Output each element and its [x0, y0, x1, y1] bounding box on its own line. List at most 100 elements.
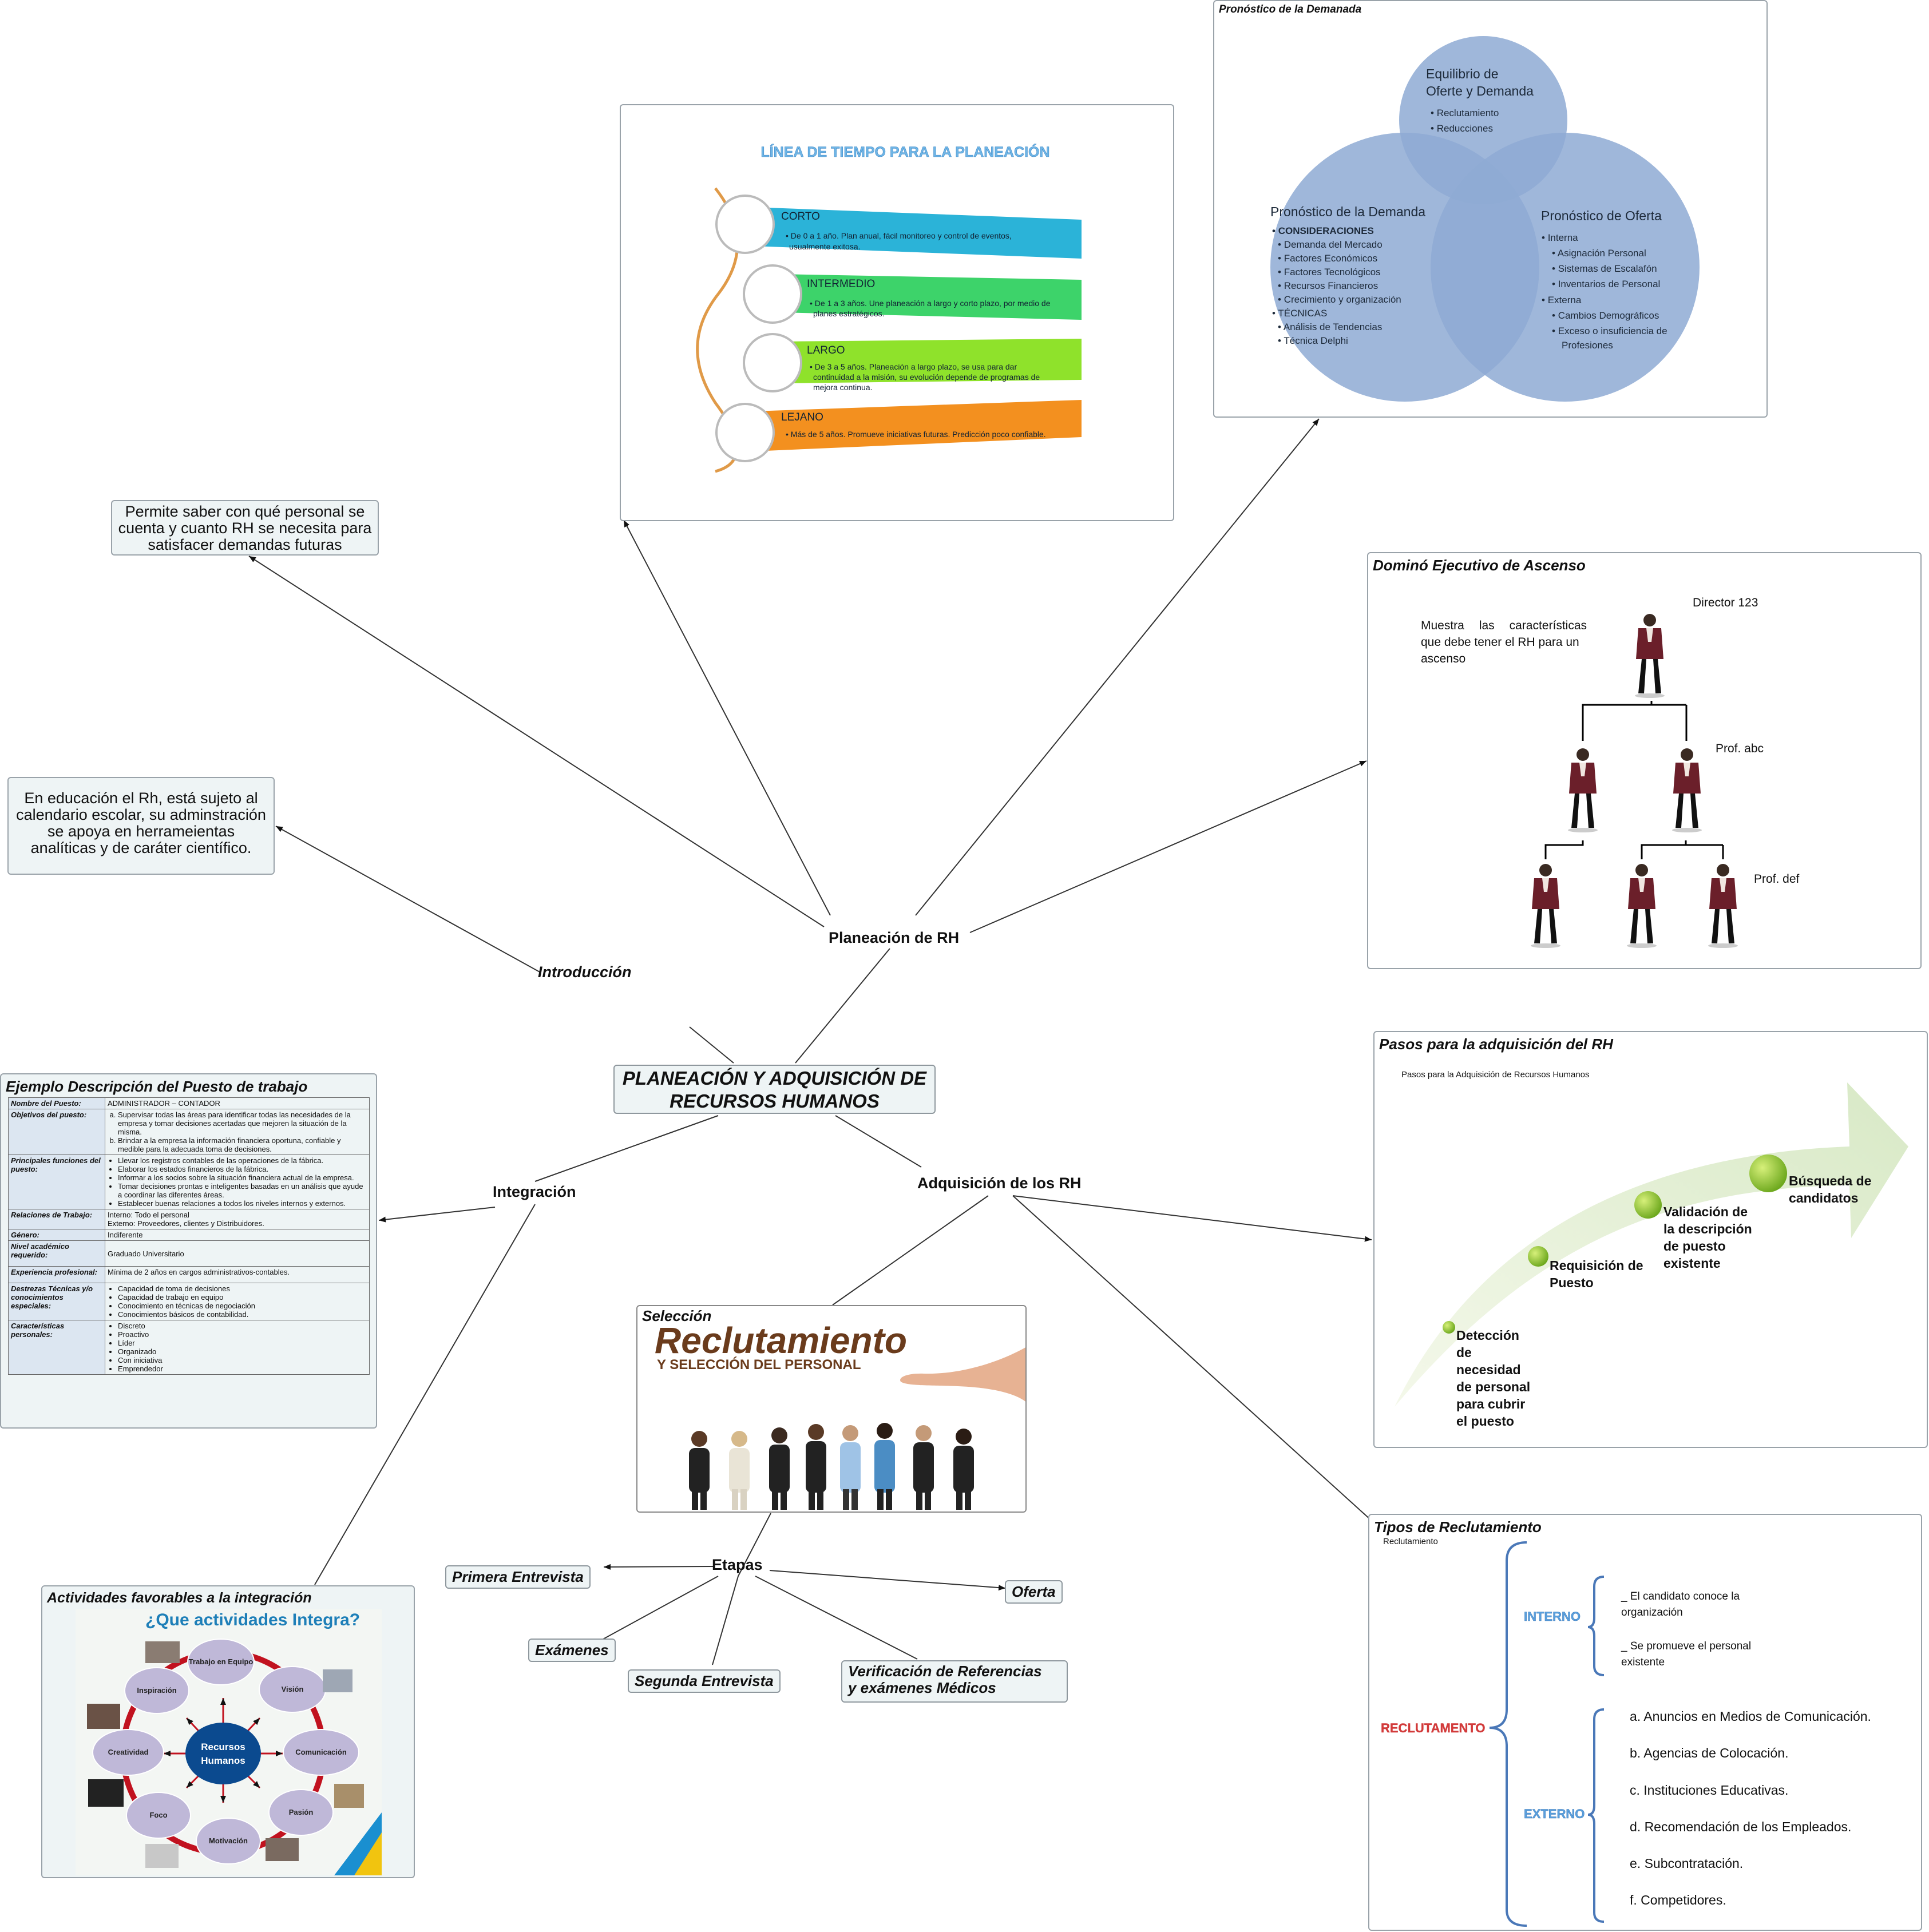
venn-cons-item-3: • Factores Tecnológicos [1278, 267, 1381, 277]
table-row: Género:Indiferente [8, 1229, 370, 1241]
actividades-wheel: ¿Que actividades Integra? Recursos Human… [76, 1609, 382, 1875]
jd-funcion-2: Elaborar los estados financieros de la f… [118, 1165, 367, 1173]
tag-oferta[interactable]: Oferta [1005, 1580, 1063, 1604]
venn-interna-item-3: • Inventarios de Personal [1552, 279, 1660, 289]
tipos-externo-item-e: e. Subcontratación. [1630, 1856, 1743, 1871]
paso-3-line3: de puesto [1663, 1239, 1726, 1253]
reclutamiento-banner: Reclutamiento Y SELECCIÓN DEL PERSONAL [655, 1320, 1025, 1510]
jd-key-objetivos: Objetivos del puesto: [8, 1109, 105, 1155]
timeline-item-corto: CORTO • De 0 a 1 año. Plan anual, fácil … [715, 195, 1082, 259]
tipos-externo-item-d: d. Recomendación de los Empleados. [1630, 1819, 1851, 1834]
tipos-brace-diagram: RECLUTAMENTO INTERNO EXTERNO _ El candid… [1381, 1541, 1871, 1927]
venn-tecnicas: • TÉCNICAS [1272, 308, 1327, 319]
paso-1-line1: Detección [1456, 1328, 1519, 1343]
panel-pronostico-title: Pronóstico de la Demanada [1219, 3, 1362, 15]
tag-examenes[interactable]: Exámenes [528, 1639, 616, 1662]
panel-puesto-title: Ejemplo Descripción del Puesto de trabaj… [6, 1078, 308, 1095]
paso-3-line1: Validación de [1663, 1204, 1748, 1219]
panel-pasos[interactable]: Pasos para la adquisición del RH Pasos p… [1373, 1031, 1928, 1448]
jd-key-genero: Género: [8, 1229, 105, 1241]
actividades-center-1: Recursos [201, 1741, 245, 1752]
jd-destreza-3: Conocimiento en técnicas de negociación [118, 1302, 367, 1310]
venn-equilibrio-title-2: Oferte y Demanda [1426, 84, 1534, 98]
table-row: Nombre del Puesto:ADMINISTRADOR – CONTAD… [8, 1097, 370, 1109]
table-row: Destrezas Técnicas y/o conocimientos esp… [8, 1283, 370, 1320]
pasos-arrow-graphic: Detección de necesidad de personal para … [1395, 1082, 1908, 1429]
venn-diagram: Equilibrio de Oferte y Demanda Pronóstic… [1270, 36, 1700, 402]
venn-cons-item-2: • Factores Económicos [1278, 253, 1377, 264]
timeline-desc-largo-1: • De 3 a 5 años. Planeación a largo plaz… [810, 362, 1017, 371]
panel-pronostico[interactable]: Pronóstico de la Demanada Equilibrio de … [1213, 0, 1768, 418]
venn-externa-item-1: • Cambios Demográficos [1552, 310, 1659, 321]
tipos-interno-item-3: _ Se promueve el personal [1621, 1640, 1751, 1652]
actividad-inspiracion: Inspiración [137, 1686, 176, 1695]
jd-val-genero: Indiferente [105, 1229, 370, 1241]
person-prof-def-2-icon [1627, 864, 1657, 948]
domino-label-abc: Prof. abc [1716, 742, 1764, 755]
jd-caract-4: Organizado [118, 1347, 367, 1356]
tag-verificacion-line2: y exámenes Médicos [848, 1679, 996, 1696]
node-adquisicion[interactable]: Adquisición de los RH [917, 1175, 1082, 1192]
venn-equilibrio-item-2: • Reducciones [1431, 123, 1493, 134]
person-director-icon [1635, 614, 1665, 698]
panel-pasos-title: Pasos para la adquisición del RH [1379, 1036, 1613, 1053]
jd-key-destrezas: Destrezas Técnicas y/o conocimientos esp… [8, 1283, 105, 1320]
paso-1-line3: necesidad [1456, 1362, 1521, 1377]
paso-2-line1: Requisición de [1550, 1258, 1643, 1273]
paso-4-line2: candidatos [1789, 1191, 1858, 1205]
paso-4-line1: Búsqueda de [1789, 1173, 1871, 1188]
panel-seleccion-title: Selección [642, 1307, 712, 1324]
panel-seleccion[interactable]: Selección Reclutamiento Y SELECCIÓN DEL … [636, 1305, 1027, 1513]
jd-key-nivel: Nivel académico requerido: [8, 1240, 105, 1267]
panel-domino-title: Dominó Ejecutivo de Ascenso [1373, 557, 1586, 574]
note-permite[interactable]: Permite saber con qué personal se cuenta… [111, 500, 379, 556]
paso-3-line2: la descripción [1663, 1221, 1752, 1236]
table-row: Principales funciones del puesto:Llevar … [8, 1155, 370, 1209]
jd-caract-3: Líder [118, 1339, 367, 1347]
tipos-externo-item-b: b. Agencias de Colocación. [1630, 1745, 1788, 1760]
tipos-externo: EXTERNO [1524, 1807, 1585, 1821]
panel-domino[interactable]: Dominó Ejecutivo de Ascenso Muestra las … [1367, 552, 1922, 969]
timeline-desc-largo-2: continuidad a la misión, su evolución de… [813, 372, 1040, 382]
tag-segunda-entrevista[interactable]: Segunda Entrevista [628, 1669, 781, 1693]
node-etapas[interactable]: Etapas [712, 1556, 763, 1573]
tag-primera-entrevista[interactable]: Primera Entrevista [445, 1565, 591, 1589]
tag-verificacion[interactable]: Verificación de Referencias y exámenes M… [841, 1660, 1068, 1703]
timeline-desc-largo-3: mejora continua. [813, 383, 873, 392]
venn-externa-item-3: Profesiones [1562, 340, 1613, 351]
jd-funcion-4: Tomar decisiones prontas e inteligentes … [118, 1182, 367, 1199]
banner-seleccion-personal: Y SELECCIÓN DEL PERSONAL [657, 1356, 861, 1372]
jd-destreza-2: Capacidad de trabajo en equipo [118, 1293, 367, 1302]
pasos-subtitle: Pasos para la Adquisición de Recursos Hu… [1401, 1070, 1590, 1080]
panel-timeline[interactable]: LÍNEA DE TIEMPO PARA LA PLANEACIÓN CORTO… [620, 104, 1174, 521]
node-integracion[interactable]: Integración [493, 1183, 576, 1200]
central-topic[interactable]: PLANEACIÓN Y ADQUISICIÓN DE RECURSOS HUM… [613, 1065, 936, 1114]
table-row: Objetivos del puesto:Supervisar todas la… [8, 1109, 370, 1155]
venn-equilibrio-title-1: Equilibrio de [1426, 66, 1499, 81]
note-educacion[interactable]: En educación el Rh, está sujeto al calen… [7, 777, 275, 875]
timeline-item-largo: LARGO • De 3 a 5 años. Planeación a larg… [743, 333, 1082, 392]
venn-consideraciones: • CONSIDERACIONES [1272, 225, 1374, 236]
panel-descripcion-puesto[interactable]: Ejemplo Descripción del Puesto de trabaj… [0, 1073, 377, 1429]
node-planeacion[interactable]: Planeación de RH [829, 929, 960, 946]
panel-tipos-reclutamiento[interactable]: Tipos de Reclutamiento Reclutamiento REC… [1368, 1514, 1922, 1931]
tipos-externo-item-c: c. Instituciones Educativas. [1630, 1783, 1788, 1798]
node-introduccion[interactable]: Introducción [538, 963, 632, 981]
venn-oferta-title: Pronóstico de Oferta [1541, 208, 1662, 223]
paso-1-line6: el puesto [1456, 1414, 1514, 1429]
venn-externa: • Externa [1542, 295, 1582, 306]
venn-demanda-title: Pronóstico de la Demanda [1270, 204, 1425, 219]
paso-3-line4: existente [1663, 1256, 1721, 1271]
table-row: Características personales:DiscretoProac… [8, 1320, 370, 1375]
person-prof-def-3-icon [1708, 864, 1738, 948]
actividad-motivacion: Motivación [209, 1836, 248, 1845]
timeline-label-intermedio: INTERMEDIO [807, 278, 875, 290]
jd-objetivo-2: Brindar a la empresa la información fina… [118, 1136, 367, 1153]
person-prof-abc-1-icon [1568, 748, 1598, 832]
panel-actividades[interactable]: Actividades favorables a la integración … [41, 1585, 415, 1878]
paso-2-line2: Puesto [1550, 1275, 1594, 1290]
actividad-foco: Foco [149, 1811, 167, 1819]
jd-destreza-1: Capacidad de toma de decisiones [118, 1284, 367, 1293]
hand-illustration [900, 1347, 1025, 1402]
tipos-subtitle: Reclutamiento [1383, 1537, 1438, 1546]
